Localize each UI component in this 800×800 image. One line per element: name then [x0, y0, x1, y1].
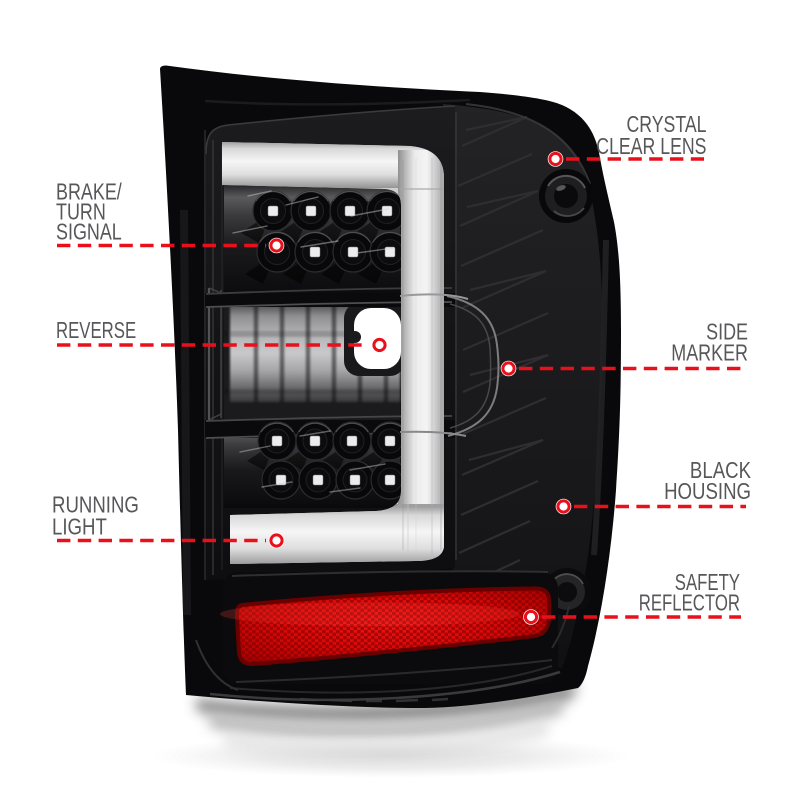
svg-text:REVERSE: REVERSE: [56, 318, 136, 343]
svg-text:SAFETY: SAFETY: [675, 570, 741, 595]
svg-text:LIGHT: LIGHT: [52, 515, 107, 540]
svg-text:SIGNAL: SIGNAL: [56, 219, 122, 245]
svg-text:REFLECTOR: REFLECTOR: [639, 591, 740, 616]
svg-text:CRYSTAL: CRYSTAL: [626, 112, 706, 138]
svg-text:RUNNING: RUNNING: [52, 493, 139, 518]
svg-text:HOUSING: HOUSING: [664, 479, 751, 504]
svg-text:TURN: TURN: [56, 199, 106, 225]
svg-text:CLEAR LENS: CLEAR LENS: [596, 134, 706, 160]
svg-text:BRAKE/: BRAKE/: [56, 179, 122, 205]
svg-text:BLACK: BLACK: [690, 458, 751, 483]
svg-text:SIDE: SIDE: [706, 319, 748, 345]
svg-text:MARKER: MARKER: [671, 340, 748, 366]
